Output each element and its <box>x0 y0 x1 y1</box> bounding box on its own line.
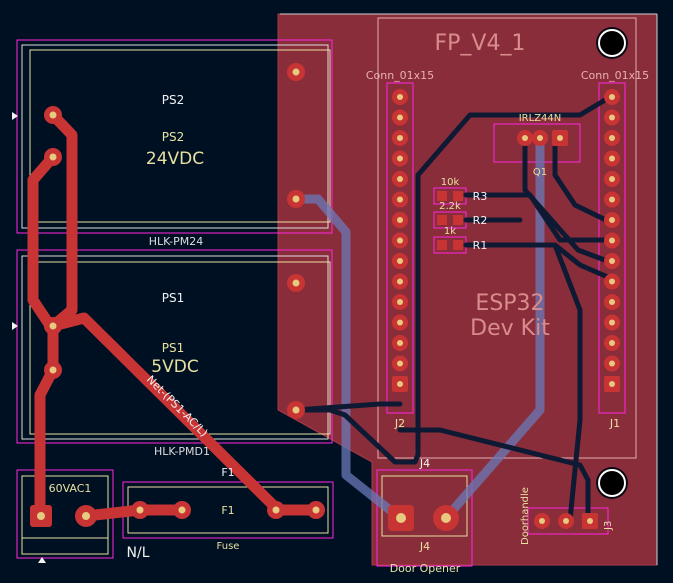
fuse-pads <box>131 501 325 519</box>
conn-left-pin-hole <box>397 155 403 162</box>
door-opener-value: Door Opener <box>390 562 461 575</box>
doorhandle-outline <box>527 507 609 535</box>
resistor-r1-ref: R1 <box>473 239 488 252</box>
conn-right-pin-hole <box>609 381 615 387</box>
ps1-value: 5VDC <box>151 357 198 377</box>
conn-right-pin-hole <box>609 299 615 305</box>
conn-right-pin-hole <box>609 217 615 223</box>
conn-left-pin-hole <box>397 94 403 100</box>
conn-left-pin-hole <box>397 340 403 346</box>
conn-left-value: Conn_01x15 <box>366 69 434 82</box>
conn-left-outline <box>386 82 414 414</box>
mosfet-pads <box>517 130 568 146</box>
ps2-value: 24VDC <box>146 149 204 169</box>
board-title: FP_V4_1 <box>435 31 526 56</box>
ps2-courtyard <box>16 39 333 234</box>
conn-left-pin-hole <box>397 319 403 326</box>
conn-right-ref: J1 <box>609 417 620 430</box>
ps2-ref: PS2 <box>162 130 185 144</box>
conn-left-pin-hole <box>397 278 403 285</box>
ps2-ref-top: PS2 <box>162 93 185 107</box>
esp32-label-2: Dev Kit <box>470 316 550 341</box>
conn-right-pin-hole <box>609 155 615 162</box>
door-opener-courtyard <box>376 469 473 567</box>
conn-left-pin-hole <box>397 381 403 387</box>
ps1-footprint: HLK-PMD1 <box>154 445 210 458</box>
conn-right-pin-hole <box>609 340 615 346</box>
ps2-silk <box>21 44 329 229</box>
vac-label: N/L <box>127 545 150 561</box>
ps1-fab <box>29 261 331 435</box>
mosfet-ref: Q1 <box>533 167 547 178</box>
ps1-ref: PS1 <box>162 341 185 355</box>
back-traces <box>291 133 545 523</box>
resistor-r3-ref: R3 <box>473 190 488 203</box>
ps2-fab <box>29 49 331 223</box>
ps2-footprint: HLK-PM24 <box>149 235 204 248</box>
esp32-label-1: ESP32 <box>475 291 544 316</box>
conn-right-pin-hole <box>609 114 615 121</box>
fuse-ref-top: F1 <box>221 466 234 479</box>
mounting-holes <box>596 27 628 499</box>
fuse-value: Fuse <box>217 541 240 552</box>
conn-right-pin-hole <box>609 319 615 326</box>
vac-pads <box>30 505 97 527</box>
board-outline <box>280 13 658 565</box>
signal-traces <box>293 94 613 525</box>
doorhandle-value: Doorhandle <box>520 487 531 545</box>
ps2-pads <box>44 63 305 208</box>
doorhandle-pads <box>534 513 598 529</box>
conn-left-pin-hole <box>397 196 403 203</box>
conn-left-pin-hole <box>397 237 403 244</box>
conn-right-value: Conn_01x15 <box>581 69 649 82</box>
ps1-pads <box>44 274 305 419</box>
doorhandle-ref: J3 <box>603 521 614 531</box>
door-opener-ref-top: J4 <box>419 457 430 470</box>
door-opener-pads <box>388 505 459 531</box>
header-pins <box>392 89 620 392</box>
esp32-courtyard <box>377 17 637 459</box>
vac-ref: 60VAC1 <box>49 482 92 495</box>
resistor-r1-value: 1k <box>444 226 456 237</box>
resistor-r2-value: 2.2k <box>439 201 461 212</box>
door-opener-ref: J4 <box>419 540 430 553</box>
conn-left-pin-hole <box>397 135 403 141</box>
conn-right-outline <box>598 82 626 414</box>
conn-right-pin-hole <box>609 278 615 285</box>
mosfet-value: IRLZ44N <box>519 113 562 124</box>
resistor-r3-value: 10k <box>441 177 460 188</box>
conn-right-pin-hole <box>609 237 615 244</box>
resistor-pads <box>437 191 463 250</box>
ps1-ref-top: PS1 <box>162 291 185 305</box>
conn-right-pin-hole <box>609 135 615 141</box>
conn-left-pin-hole <box>397 217 403 223</box>
ps1-silk <box>21 255 329 440</box>
resistor-r2-ref: R2 <box>473 214 488 227</box>
conn-left-ref: J2 <box>394 417 405 430</box>
fuse-ref: F1 <box>221 504 234 517</box>
conn-left-pin-hole <box>397 176 403 182</box>
conn-left-pin-hole <box>397 114 403 121</box>
conn-left-pin-hole <box>397 299 403 305</box>
conn-left-pin-hole <box>397 360 403 367</box>
pin1-markers <box>12 112 46 563</box>
conn-right-pin-hole <box>609 258 615 264</box>
ps1-courtyard <box>16 249 333 444</box>
conn-right-pin-hole <box>609 196 615 203</box>
net-ps1-ac-label: Net-(PS1-AC/L) <box>144 373 211 440</box>
conn-right-pin-hole <box>609 176 615 182</box>
conn-right-pin-hole <box>609 94 615 100</box>
conn-right-pin-hole <box>609 360 615 367</box>
conn-left-pin-hole <box>397 258 403 264</box>
